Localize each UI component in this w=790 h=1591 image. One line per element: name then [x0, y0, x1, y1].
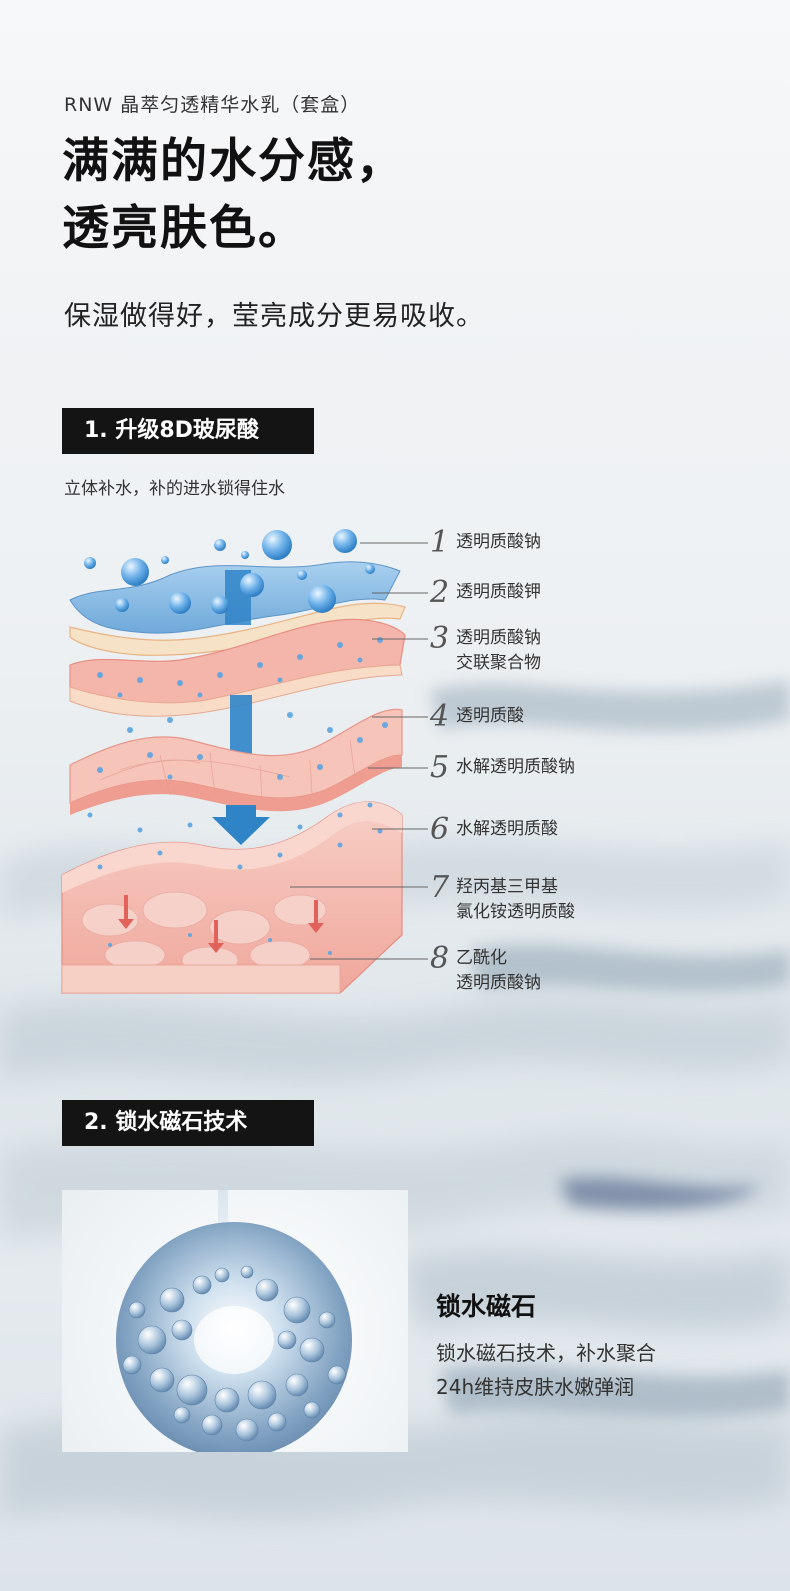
feature-description: 锁水磁石技术，补水聚合 24h维持皮肤水嫩弹润 — [436, 1336, 656, 1404]
ingredient-name: 羟丙基三甲基 — [456, 877, 558, 897]
water-lock-sphere-image — [62, 1190, 408, 1452]
ingredient-label-2: 2 透明质酸钾 — [430, 575, 541, 610]
section-tag-hyaluronic: 1. 升级8D玻尿酸 — [62, 408, 314, 454]
ingredient-number: 2 — [430, 575, 450, 610]
ingredient-name: 水解透明质酸 — [456, 819, 558, 839]
ingredient-name: 透明质酸钠 — [456, 628, 541, 648]
bubble-sphere-graphic — [116, 1190, 352, 1452]
headline-line-2: 透亮肤色。 — [62, 201, 307, 256]
ingredient-label-5: 5 水解透明质酸钠 — [430, 750, 575, 785]
ingredient-label-7: 7 羟丙基三甲基氯化铵透明质酸 — [430, 870, 575, 925]
ingredient-number: 4 — [430, 699, 450, 734]
ingredient-name: 水解透明质酸钠 — [456, 757, 575, 777]
ingredient-name-line2: 交联聚合物 — [456, 653, 541, 673]
feature-title: 锁水磁石 — [436, 1292, 537, 1321]
section-tag-water-lock: 2. 锁水磁石技术 — [62, 1100, 314, 1146]
ingredient-label-6: 6 水解透明质酸 — [430, 812, 558, 847]
ingredient-name-line2: 氯化铵透明质酸 — [456, 902, 575, 922]
ingredient-label-3: 3 透明质酸钠交联聚合物 — [430, 621, 541, 676]
ingredient-number: 3 — [430, 621, 450, 656]
ingredient-name: 透明质酸钾 — [456, 582, 541, 602]
ingredient-name: 透明质酸 — [456, 706, 524, 726]
headline: 满满的水分感， 透亮肤色。 — [62, 128, 405, 262]
ingredient-number: 7 — [430, 870, 450, 905]
section-description: 立体补水，补的进水锁得住水 — [64, 479, 285, 499]
ingredient-label-4: 4 透明质酸 — [430, 699, 524, 734]
ingredient-name: 乙酰化 — [456, 948, 507, 968]
feature-description-line-1: 锁水磁石技术，补水聚合 — [436, 1341, 656, 1365]
feature-description-line-2: 24h维持皮肤水嫩弹润 — [436, 1375, 635, 1399]
ingredient-number: 1 — [430, 525, 450, 560]
ingredient-number: 6 — [430, 812, 450, 847]
ingredient-number: 8 — [430, 941, 450, 976]
skin-layers-illustration — [61, 529, 406, 994]
ingredient-label-8: 8 乙酰化透明质酸钠 — [430, 941, 541, 996]
ingredient-label-1: 1 透明质酸钠 — [430, 525, 541, 560]
ingredient-name: 透明质酸钠 — [456, 532, 541, 552]
subheadline: 保湿做得好，莹亮成分更易吸收。 — [64, 301, 484, 332]
ingredient-number: 5 — [430, 750, 450, 785]
ingredient-name-line2: 透明质酸钠 — [456, 973, 541, 993]
headline-line-1: 满满的水分感， — [62, 134, 405, 189]
product-name: RNW 晶萃匀透精华水乳（套盒） — [64, 94, 361, 116]
